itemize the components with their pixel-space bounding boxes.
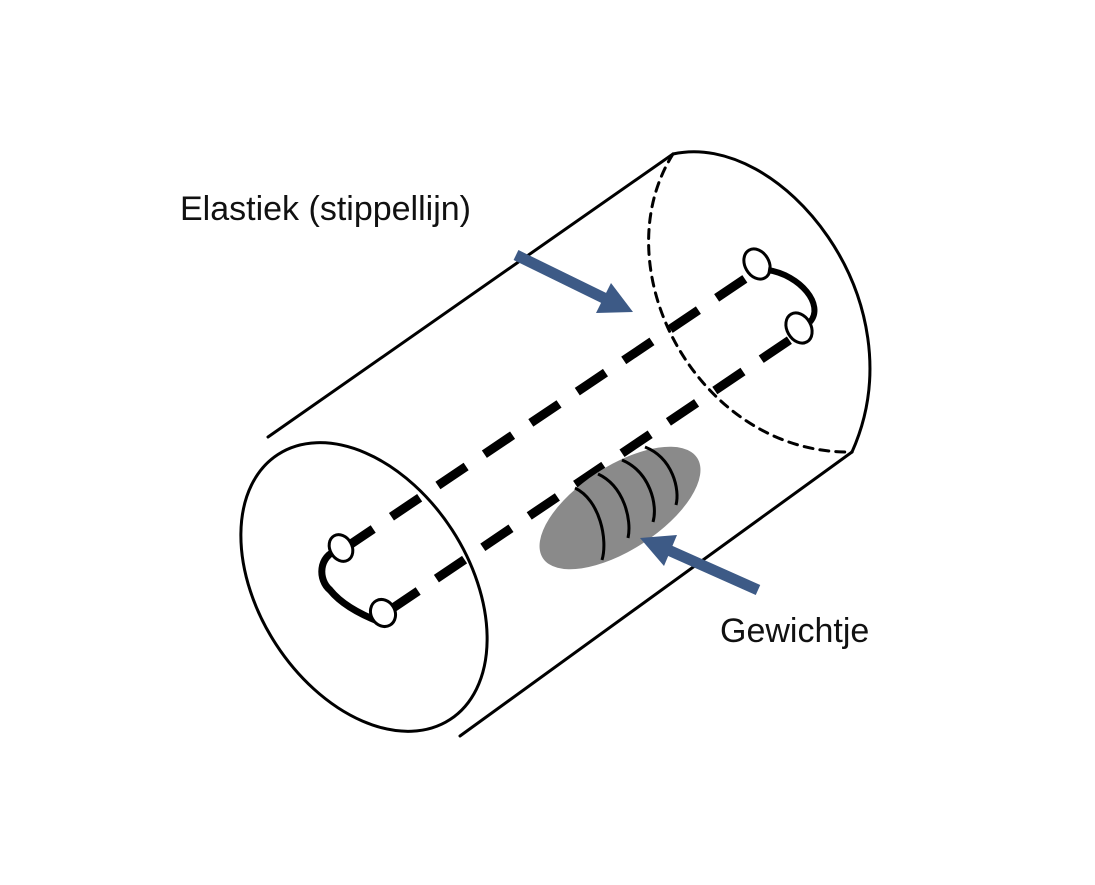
elastic-label: Elastiek (stippellijn) [180, 190, 471, 228]
weight-body [539, 446, 701, 570]
weight-wraps [574, 445, 679, 561]
elastic-band [342, 266, 803, 614]
weight-arrow-head [640, 535, 677, 566]
weight-pointer-arrow [640, 535, 761, 596]
elastic-arrow-head [596, 283, 633, 313]
back-cap-outer-edge [671, 150, 872, 454]
front-cap [239, 441, 489, 733]
front-anchor [318, 533, 398, 629]
front-eyelet-top [327, 533, 355, 563]
back-knot [767, 267, 818, 324]
weight-wrap-4 [644, 445, 679, 506]
front-knot [318, 546, 382, 626]
elastic-arrow-shaft [513, 250, 615, 307]
weight-wrap-2 [597, 472, 631, 539]
weight-arrow-shaft [663, 543, 761, 596]
elastic-lower-strand [387, 329, 803, 614]
back-anchor [742, 247, 818, 345]
cylinder-top-edge [266, 152, 675, 439]
weight-label: Gewichtje [720, 612, 869, 650]
cylinder-body [266, 150, 872, 738]
weight [539, 445, 701, 570]
weight-wrap-1 [574, 486, 606, 561]
back-eyelet-bottom [784, 311, 814, 345]
elastic-pointer-arrow [513, 250, 633, 313]
weight-wrap-3 [621, 458, 656, 523]
cylinder-bottom-edge [458, 450, 854, 738]
elastic-upper-strand [342, 266, 761, 552]
back-cap-hidden-edge [647, 152, 854, 454]
front-eyelet-bottom [368, 597, 398, 629]
back-eyelet-top [742, 247, 772, 281]
